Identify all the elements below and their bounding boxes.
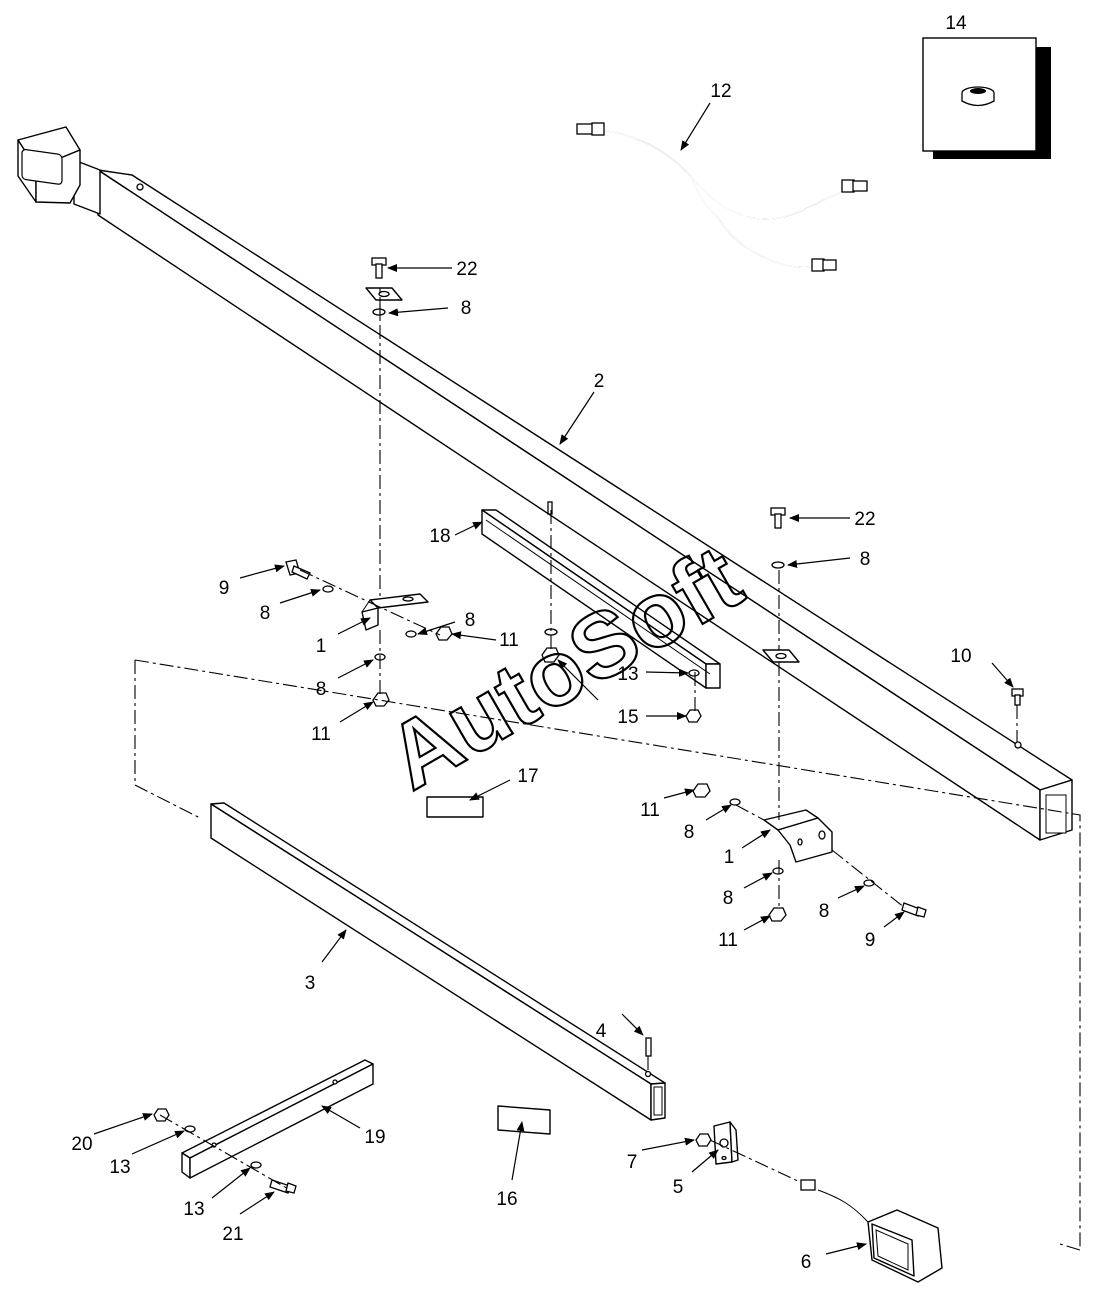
wiring-harness [576,122,868,272]
callout-20: 20 [71,1134,92,1155]
callout-14: 14 [945,13,967,34]
callout-8-right-b: 8 [723,888,734,909]
callout-4: 4 [596,1021,607,1042]
callout-1-right: 1 [724,847,735,868]
callout-17: 17 [517,766,538,787]
decal-16 [497,1105,551,1135]
callout-11-left-b: 11 [311,724,331,745]
callout-5: 5 [673,1177,684,1198]
callout-16: 16 [496,1189,517,1210]
decal-17 [426,796,484,818]
callout-18: 18 [429,526,450,547]
callout-3: 3 [305,973,316,994]
callout-11-right-b: 11 [718,930,738,951]
callout-8-right-c: 8 [819,901,830,922]
callout-1-left: 1 [316,636,327,657]
grommet-inset [922,37,1051,159]
bracket-lower [763,809,833,863]
callout-13-lower-b: 13 [183,1199,204,1220]
channel-19 [181,1059,374,1179]
callout-22-right: 22 [854,509,875,530]
callout-19: 19 [364,1127,385,1148]
callout-8-left-b: 8 [465,610,476,631]
main-tube-bar [17,126,1073,841]
callout-10: 10 [950,646,971,667]
callout-21: 21 [222,1224,243,1245]
callout-11-left-a: 11 [499,630,519,651]
callout-8-right: 8 [860,549,871,570]
callout-11-right-a: 11 [640,800,660,821]
callout-13-lower-a: 13 [109,1157,130,1178]
callout-22-upper: 22 [456,259,477,280]
callout-9-right: 9 [865,930,876,951]
callout-13-mid: 13 [617,664,638,685]
callout-8-left-a: 8 [260,603,271,624]
callout-15: 15 [617,707,638,728]
callout-7: 7 [627,1152,638,1173]
lamp-6 [800,1179,943,1283]
alignment-lines [134,288,1081,1251]
leader-arrows [93,102,1014,1255]
callout-8-right-a: 8 [684,822,695,843]
callout-labels: 14 12 22 8 2 22 8 18 9 8 8 1 11 13 10 8 … [71,13,971,1273]
bottom-tube-bar [210,802,666,1121]
callout-8-left-c: 8 [316,679,327,700]
callout-2: 2 [594,371,605,392]
callout-6: 6 [801,1252,812,1273]
callout-12: 12 [710,81,731,102]
callout-9-left: 9 [219,578,230,599]
callout-8-upper: 8 [461,298,472,319]
